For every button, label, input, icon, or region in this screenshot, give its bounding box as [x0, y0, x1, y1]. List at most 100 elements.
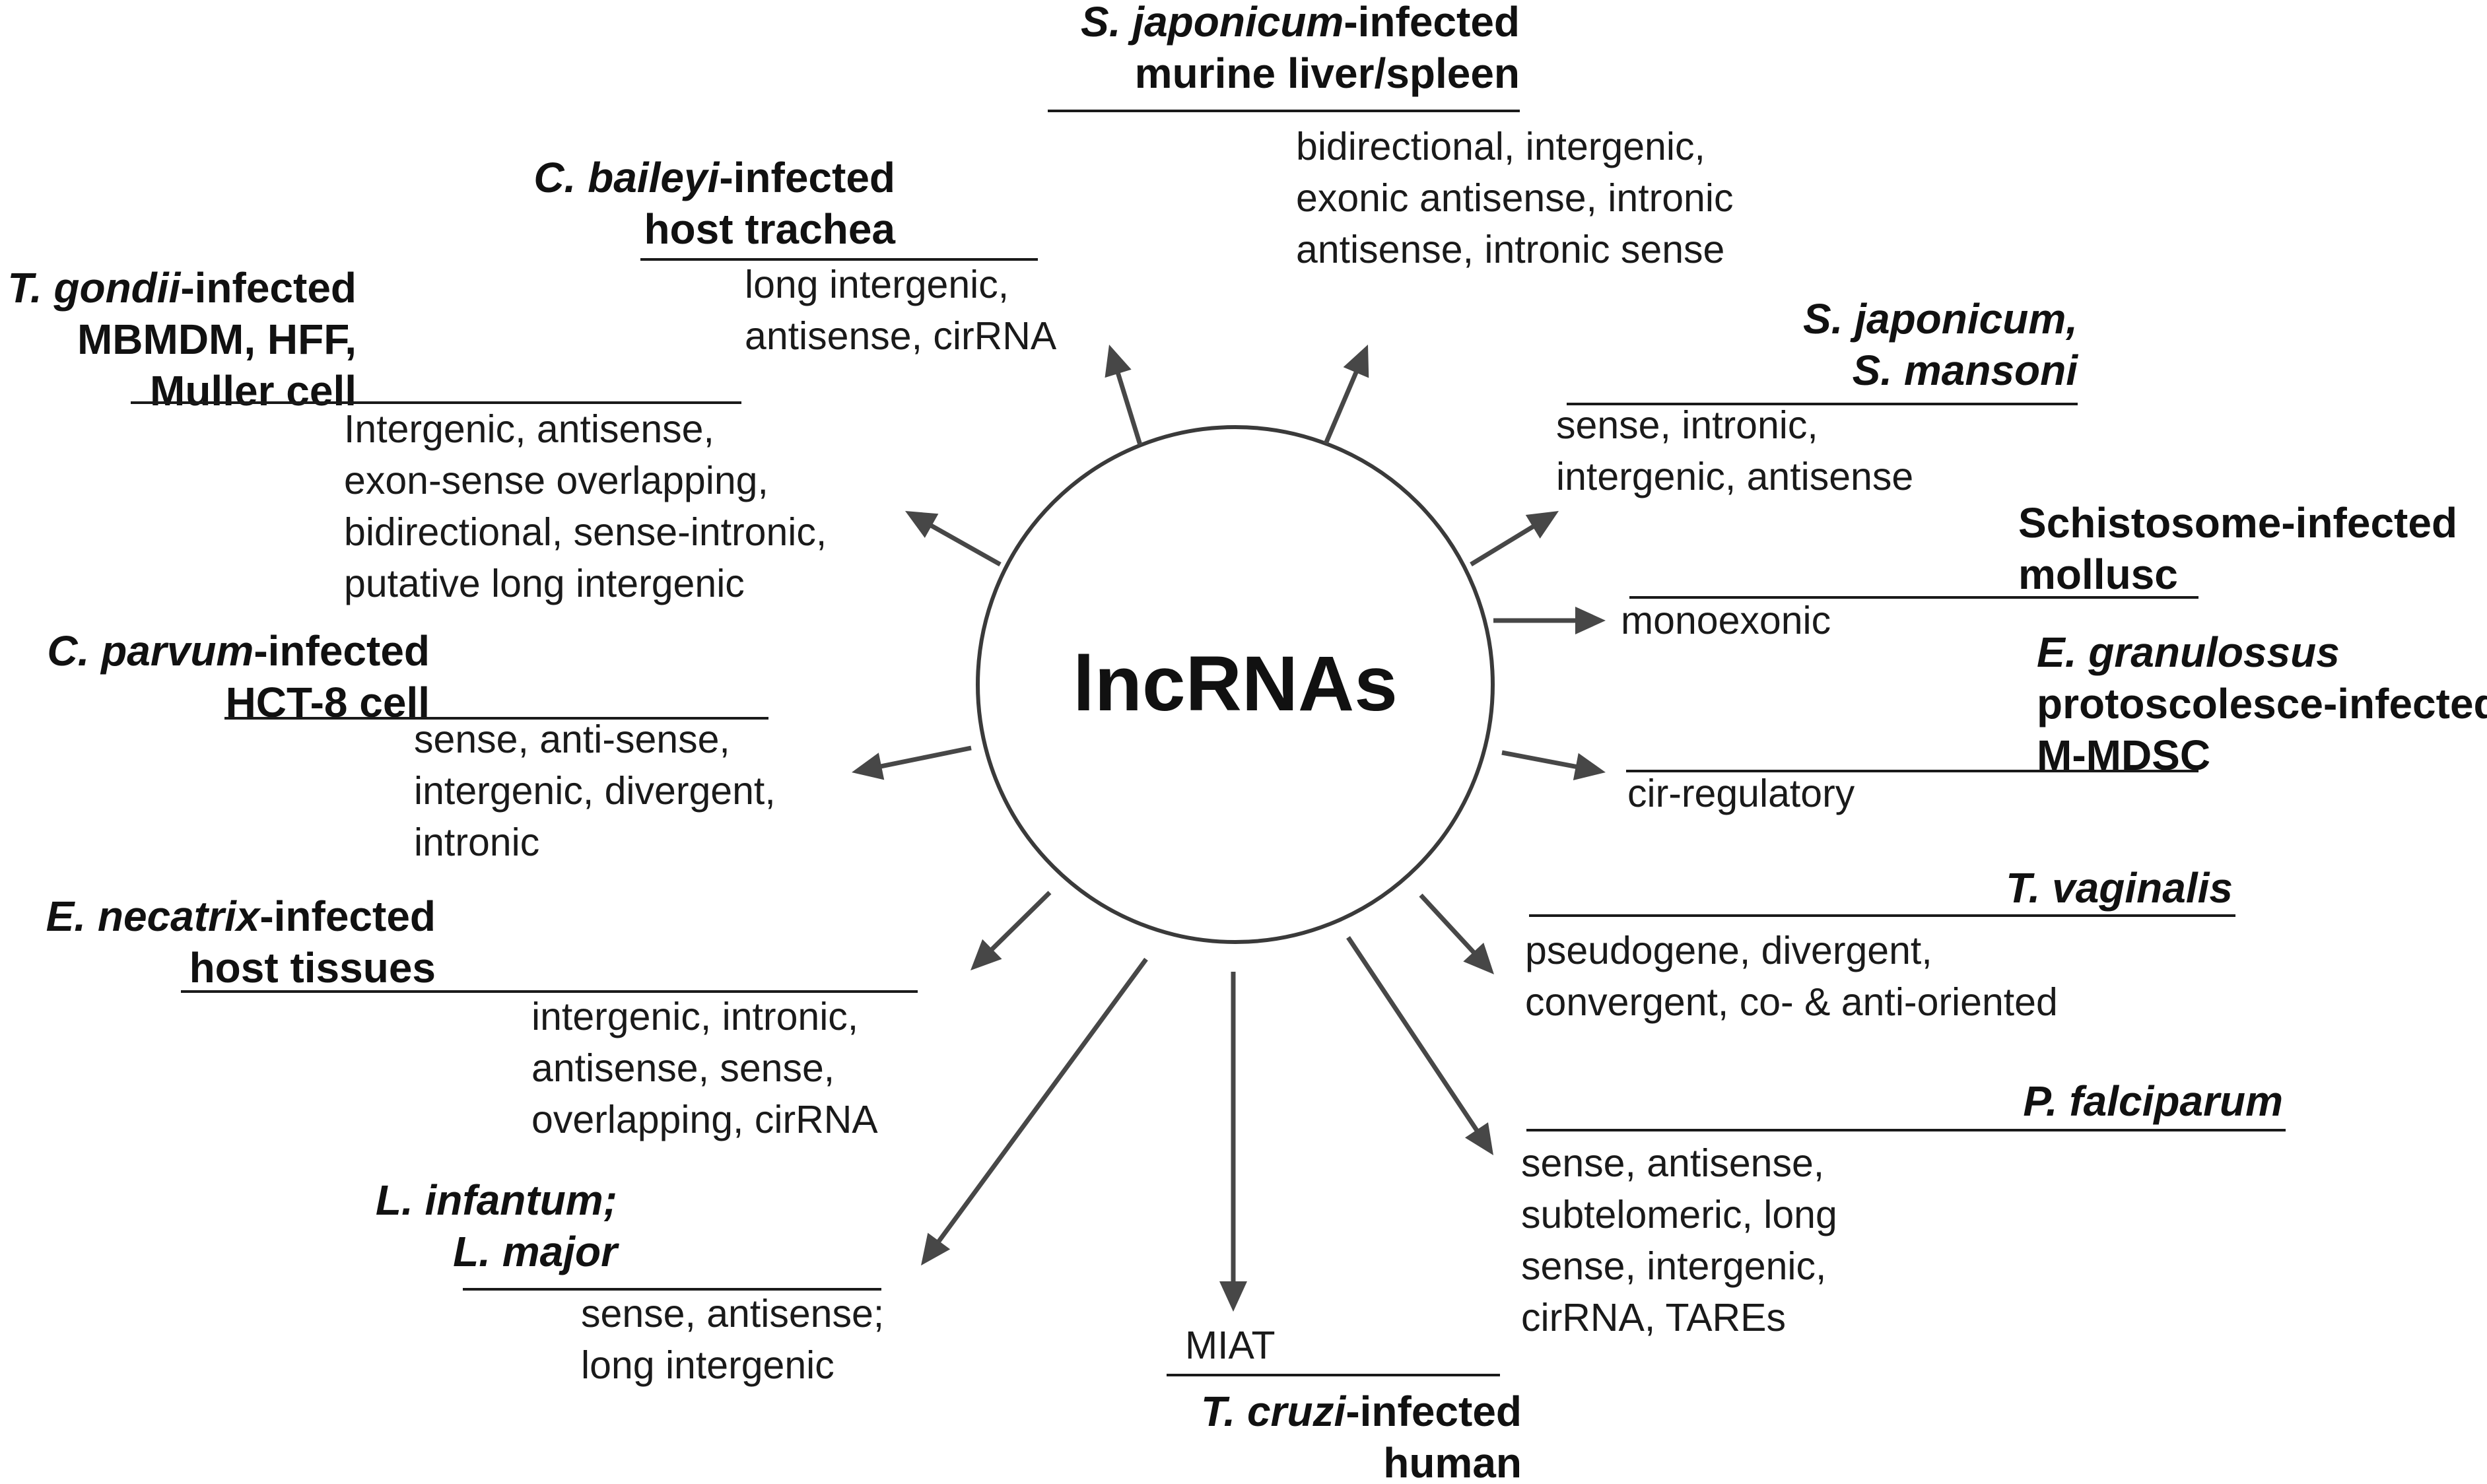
lncrna-type-line: cir-regulatory [1627, 772, 1855, 815]
arrowhead [1105, 345, 1132, 378]
title-text-run: -infected [254, 627, 430, 675]
title-text-run: protoscolesce-infected [2037, 680, 2487, 727]
arrow-s-japonicum-mansoni [1470, 511, 1559, 566]
arrow-layer [852, 345, 1606, 1312]
arrowhead [1575, 607, 1606, 634]
arrow-s-japonicum-liver [1323, 345, 1369, 445]
group-t-vaginalis: T. vaginalis pseudogene, divergent,conve… [1525, 864, 2235, 1024]
title-text-run: T. vaginalis [2006, 864, 2233, 912]
lncrna-type-line: subtelomeric, long [1521, 1193, 1837, 1236]
arrowhead [1343, 345, 1369, 378]
arrow-e-granulossus [1501, 750, 1606, 780]
group-leishmania: L. infantum;L. major sense, antisense; lo… [376, 1176, 884, 1387]
lncrna-type-line: intronic [414, 821, 539, 864]
lncrna-type-line: sense, intergenic, [1521, 1244, 1826, 1288]
group-lncrna-types: Intergenic, antisense, exon-sense overlap… [344, 407, 827, 605]
title-text-run: T. gondii [7, 264, 181, 312]
lncrna-type-line: sense, anti-sense, [414, 718, 730, 761]
arrow-t-cruzi [1219, 972, 1247, 1312]
title-text-run: -infected [1346, 1388, 1522, 1435]
title-text-run: T. cruzi [1201, 1388, 1347, 1435]
lncrna-type-line: Intergenic, antisense, [344, 407, 714, 451]
arrow-shaft [1419, 893, 1478, 956]
title-text-run: Schistosome-infected [2018, 499, 2457, 547]
lncrna-type-line: intergenic, divergent, [414, 769, 776, 813]
arrow-shaft [1115, 370, 1143, 446]
lncrna-type-line: long intergenic [581, 1343, 835, 1387]
group-lncrna-types: MIAT [1185, 1324, 1276, 1367]
title-text-run: C. baileyi [533, 154, 720, 201]
title-text-run: C. parvum [47, 627, 254, 675]
arrowhead [1219, 1281, 1247, 1312]
arrowhead [1525, 511, 1559, 539]
group-title: L. infantum;L. major [376, 1176, 619, 1275]
group-lncrna-types: long intergenic, antisense, cirRNA [745, 263, 1057, 358]
lncrna-type-line: exon-sense overlapping, [344, 459, 768, 502]
title-text-run: mollusc [2018, 551, 2178, 598]
arrowhead [971, 939, 1002, 970]
lncrna-type-line: intergenic, antisense [1556, 455, 1913, 498]
group-s-japonicum-mansoni: S. japonicum,S. mansoni sense, intronic,… [1556, 295, 2078, 498]
arrow-e-necatrix [971, 891, 1052, 970]
group-lncrna-types: sense, antisense; long intergenic [581, 1292, 884, 1387]
group-lncrna-types: sense, anti-sense, intergenic, divergent,… [414, 718, 776, 864]
group-lncrna-types: bidirectional, intergenic, exonic antisen… [1296, 125, 1733, 271]
lncrna-type-line: MIAT [1185, 1324, 1276, 1367]
group-p-falciparum: P. falciparum sense, antisense,subtelome… [1521, 1077, 2286, 1339]
lncrna-type-line: putative long intergenic [344, 562, 745, 605]
title-text-run: host trachea [644, 205, 895, 253]
hub-label: lncRNAs [1073, 640, 1398, 727]
lncrna-type-line: sense, intronic, [1556, 403, 1818, 447]
lncrna-type-line: antisense, cirRNA [745, 314, 1057, 358]
title-text-run: S. mansoni [1853, 347, 2079, 394]
arrowhead [1463, 942, 1494, 974]
group-lncrna-types: monoexonic [1621, 599, 1831, 642]
arrowhead [1465, 1122, 1493, 1155]
lncrna-type-line: convergent, co- & anti-oriented [1525, 980, 2058, 1024]
lncrna-type-line: bidirectional, intergenic, [1296, 125, 1705, 168]
arrow-shaft [928, 522, 1002, 567]
group-lncrna-types: cir-regulatory [1627, 772, 1855, 815]
lncrna-type-line: exonic antisense, intronic [1296, 176, 1733, 220]
title-text-run: E. granulossus [2037, 628, 2340, 676]
title-text-run: Muller cell [150, 367, 357, 415]
arrowhead [921, 1232, 951, 1265]
arrow-t-gondii [905, 511, 1002, 567]
arrow-shaft [1323, 369, 1359, 445]
lncrna-type-line: monoexonic [1621, 599, 1831, 642]
group-lncrna-types: intergenic, intronic,antisense, sense,ov… [531, 995, 878, 1141]
arrowhead [905, 511, 939, 538]
lncrna-type-line: bidirectional, sense-intronic, [344, 510, 827, 554]
title-text-run: -infected [259, 893, 436, 940]
title-text-run: -infected [1344, 0, 1520, 46]
title-text-run: S. japonicum [1081, 0, 1344, 46]
lncrna-type-line: sense, antisense; [581, 1292, 884, 1335]
lncrna-type-line: cirRNA, TAREs [1521, 1296, 1786, 1339]
arrow-shaft [1501, 750, 1579, 770]
lncrna-type-line: long intergenic, [745, 263, 1009, 306]
title-text-run: murine liver/spleen [1135, 50, 1520, 97]
lncrna-type-line: antisense, intronic sense [1296, 228, 1724, 271]
hub-node: lncRNAs [976, 425, 1495, 944]
arrow-p-falciparum [1346, 936, 1493, 1155]
title-text-run: human [1383, 1439, 1522, 1484]
arrow-leishmania [921, 957, 1148, 1265]
group-title: P. falciparum [2023, 1077, 2283, 1125]
title-text-run: P. falciparum [2023, 1077, 2283, 1125]
arrow-t-vaginalis [1419, 893, 1494, 974]
